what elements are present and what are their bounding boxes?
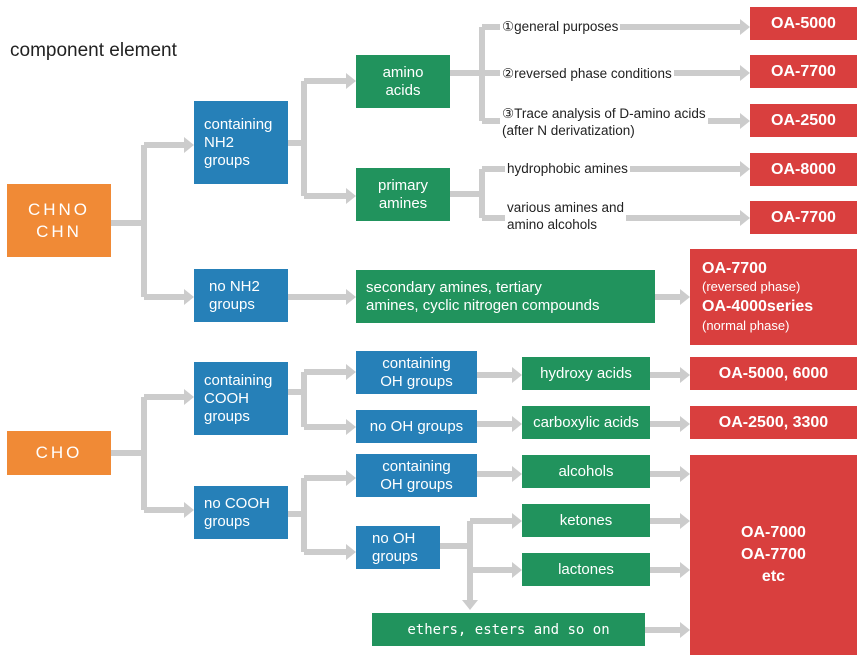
label-hydrophobic-amines: hydrophobic amines <box>505 160 630 177</box>
label-reversed-phase: ②reversed phase conditions <box>500 65 674 82</box>
product-label: OA-7700 <box>771 62 836 80</box>
category-label: alcohols <box>558 462 614 480</box>
category-ketones: ketones <box>522 504 650 537</box>
category-hydroxy-acids: hydroxy acids <box>522 357 650 390</box>
category-ethers-esters: ethers, esters and so on <box>372 613 645 646</box>
group-label: containing COOH groups <box>204 371 273 425</box>
product-note: (reversed phase) <box>702 279 801 294</box>
group-label: no OH groups <box>372 529 418 565</box>
group-no-cooh: no COOH groups <box>194 486 288 539</box>
product-label: OA-5000, 6000 <box>718 364 829 382</box>
label-various-amines: various amines and amino alcohols <box>505 199 627 233</box>
category-label: carboxylic acids <box>533 413 639 431</box>
product-oa-7700: OA-7700 <box>750 201 857 234</box>
group-label: no NH2 groups <box>209 277 260 313</box>
category-label: ketones <box>559 511 613 529</box>
group-label: no OH groups <box>369 417 464 435</box>
group-containing-cooh: containing COOH groups <box>194 362 288 435</box>
group-label: no COOH groups <box>204 494 270 530</box>
category-amino-acids: amino acids <box>356 55 450 108</box>
root-chno-label: CHNO CHN <box>27 199 91 241</box>
diagram-title: component element <box>10 40 177 61</box>
group-label: containing OH groups <box>380 457 453 493</box>
product-label: OA-7700 <box>702 260 767 277</box>
root-cho-label: CHO <box>35 443 83 462</box>
group-label: containing OH groups <box>380 354 453 390</box>
product-label: OA-5000 <box>771 14 836 32</box>
category-label: hydroxy acids <box>540 364 632 382</box>
product-oa-5000-6000: OA-5000, 6000 <box>690 357 857 390</box>
category-carboxylic-acids: carboxylic acids <box>522 406 650 439</box>
category-secondary-amines: secondary amines, tertiary amines, cycli… <box>356 270 655 323</box>
group-containing-oh-acid: containing OH groups <box>356 351 477 394</box>
product-oa-7700-reversed: OA-7700 <box>750 55 857 88</box>
category-label: primary amines <box>377 176 428 212</box>
product-label: OA-7000 OA-7700 etc <box>741 524 806 585</box>
group-no-oh: no OH groups <box>356 526 440 569</box>
group-label: containing NH2 groups <box>204 115 273 169</box>
category-label: lactones <box>558 560 614 578</box>
group-no-nh2: no NH2 groups <box>194 269 288 322</box>
product-label: OA-7700 <box>771 208 836 226</box>
root-cho: CHO <box>7 431 111 475</box>
product-oa-2500-3300: OA-2500, 3300 <box>690 406 857 439</box>
category-label: amino acids <box>382 63 424 99</box>
group-containing-oh: containing OH groups <box>356 454 477 497</box>
product-label: OA-2500 <box>771 111 836 129</box>
product-oa-2500: OA-2500 <box>750 104 857 137</box>
product-oa-7000-7700-etc: OA-7000 OA-7700 etc <box>690 455 857 655</box>
label-general-purposes: ①general purposes <box>500 18 621 35</box>
product-oa-7700-oa-4000: OA-7700 (reversed phase) OA-4000series (… <box>690 249 857 345</box>
product-label: OA-2500, 3300 <box>718 413 829 431</box>
category-label: secondary amines, tertiary amines, cycli… <box>366 278 600 314</box>
product-oa-5000: OA-5000 <box>750 7 857 40</box>
group-containing-nh2: containing NH2 groups <box>194 101 288 184</box>
product-label: OA-4000series <box>702 298 814 315</box>
product-oa-8000: OA-8000 <box>750 153 857 186</box>
label-trace-analysis: ③Trace analysis of D-amino acids (after … <box>500 105 708 139</box>
category-lactones: lactones <box>522 553 650 586</box>
category-alcohols: alcohols <box>522 455 650 488</box>
product-label: OA-8000 <box>771 160 836 178</box>
group-no-oh-acid: no OH groups <box>356 410 477 443</box>
category-label: ethers, esters and so on <box>407 621 610 638</box>
product-note: (normal phase) <box>702 318 790 333</box>
category-primary-amines: primary amines <box>356 168 450 221</box>
root-chno: CHNO CHN <box>7 184 111 257</box>
